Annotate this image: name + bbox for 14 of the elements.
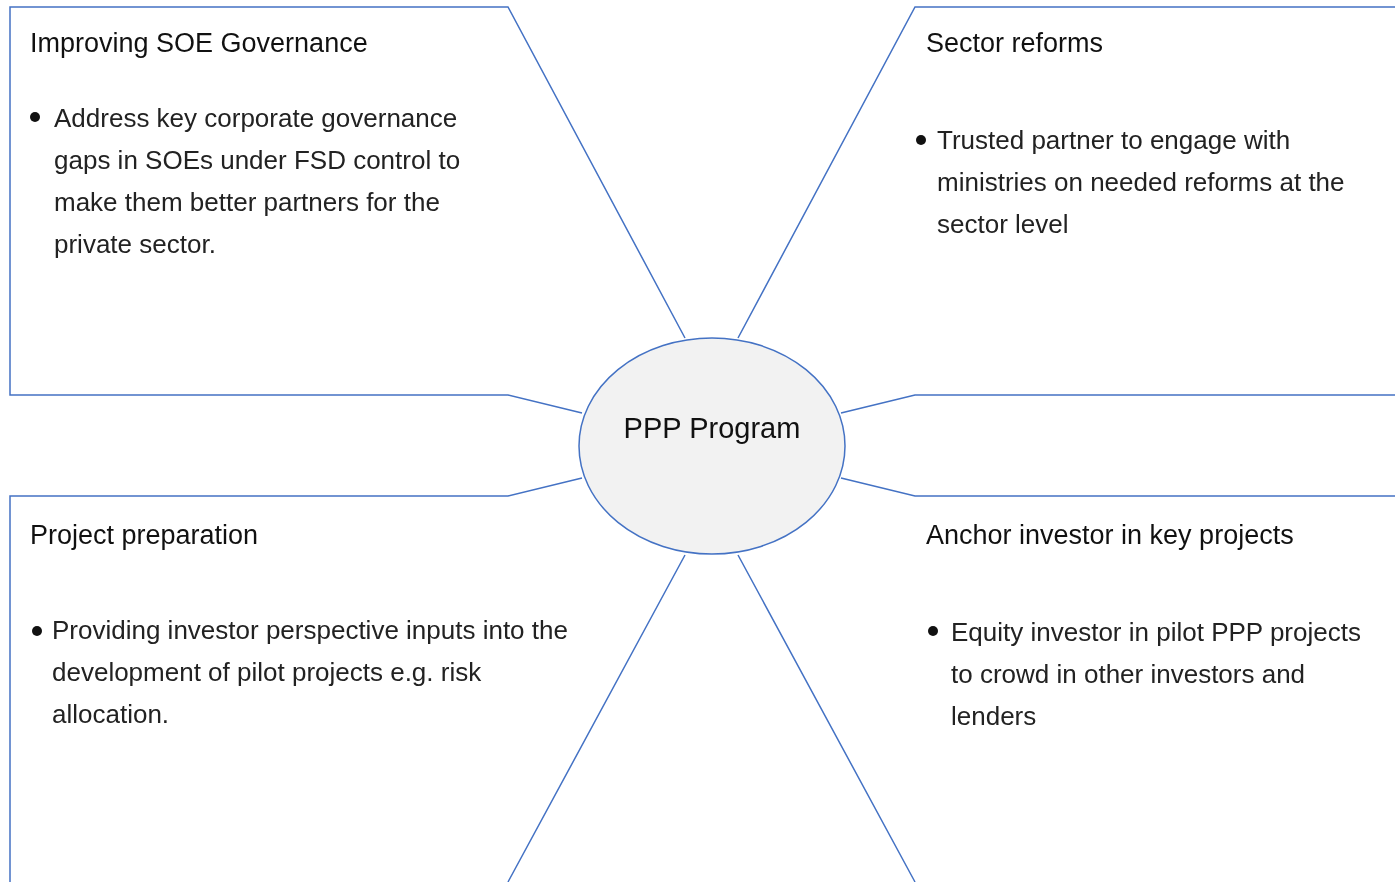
center-ellipse — [578, 337, 846, 555]
callout-panel — [738, 478, 1395, 882]
panel-heading: Project preparation — [30, 520, 259, 551]
panel-heading: Anchor investor in key projects — [926, 520, 1294, 551]
callout-panel — [10, 478, 685, 882]
callout-panel — [738, 7, 1395, 413]
center-label: PPP Program — [622, 412, 802, 445]
panel-heading: Sector reforms — [926, 28, 1104, 59]
bullet-text: Trusted partner to engage with ministries on needed reforms at the sector level — [937, 124, 1346, 241]
bullet-text: Providing investor perspective inputs into the development of pilot projects e.g. risk allocation. — [52, 614, 569, 731]
bullet-text: Address key corporate governance gaps in SOEs under FSD control to make them better partners for the private sector. — [54, 102, 462, 261]
panel-heading: Improving SOE Governance — [30, 28, 368, 59]
bullet-text: Equity investor in pilot PPP projects to crowd in other investors and lenders — [951, 616, 1362, 733]
callout-panel — [10, 7, 685, 413]
